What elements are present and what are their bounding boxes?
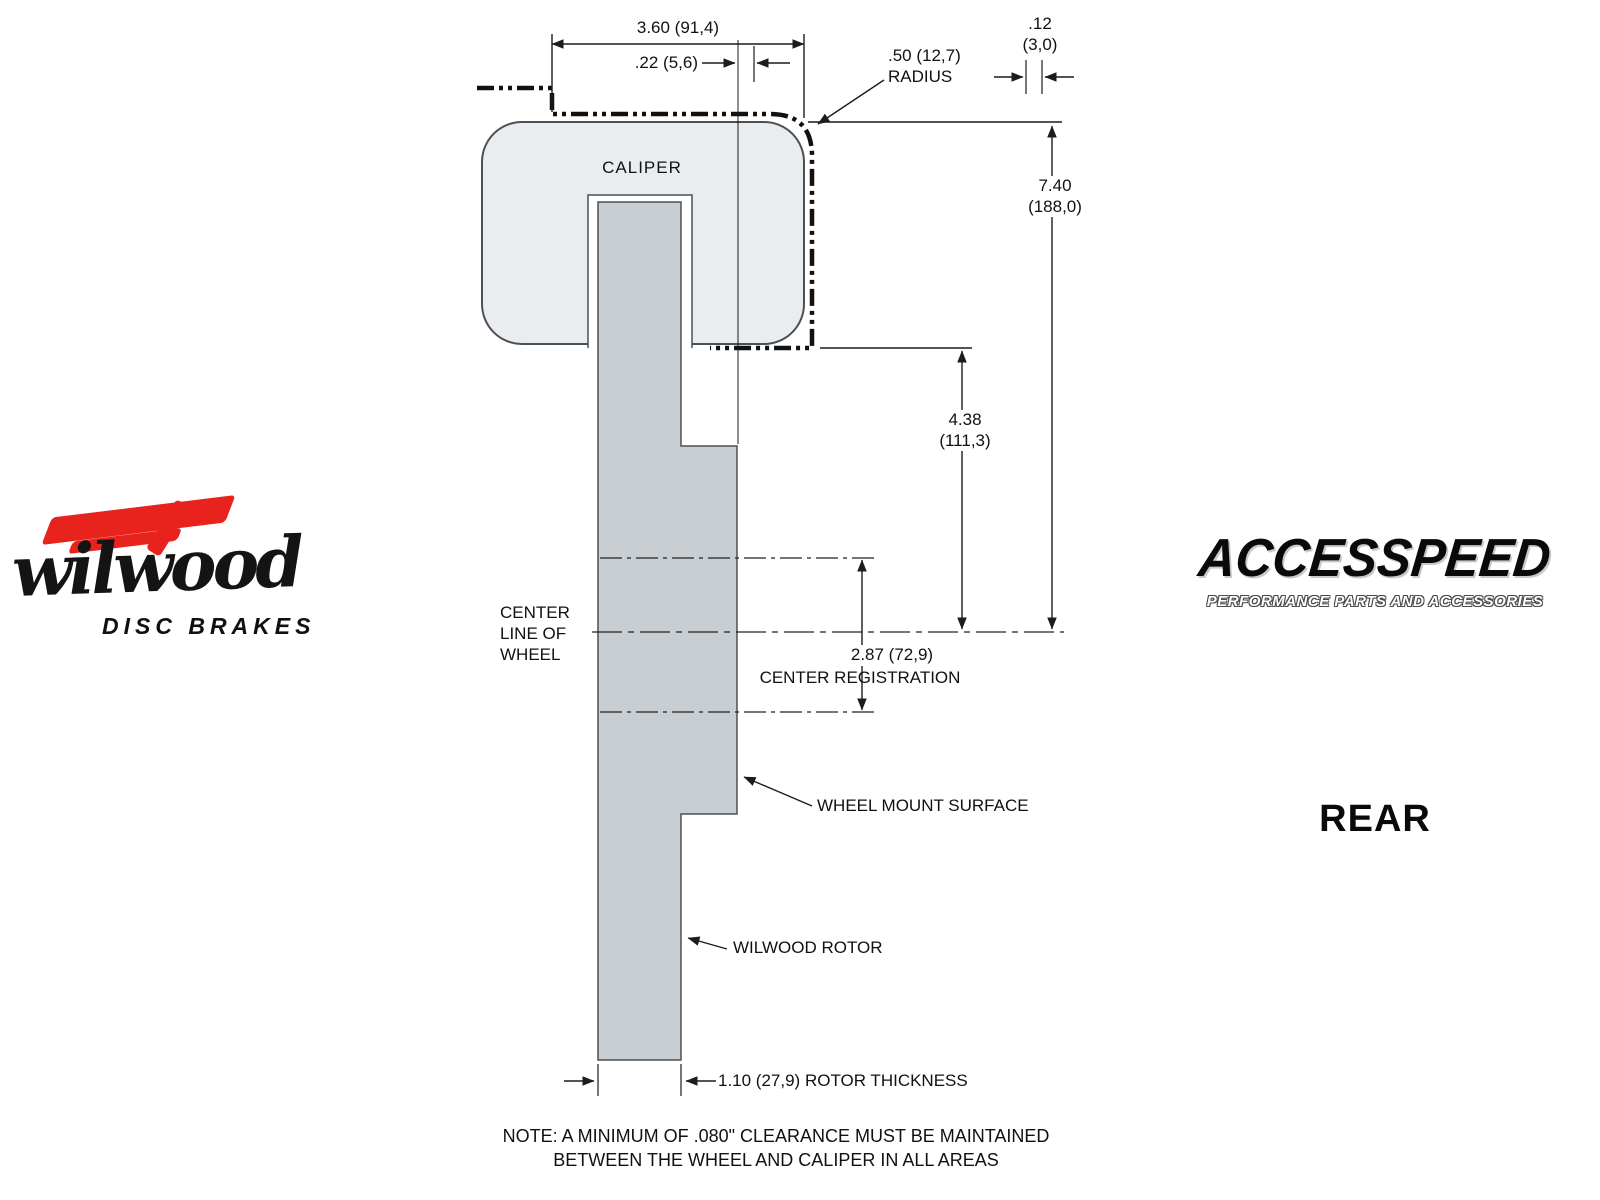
- wheel-profile-dashed-line: [477, 85, 815, 351]
- clearance-note: NOTE: A MINIMUM OF .080" CLEARANCE MUST …: [470, 1124, 1082, 1173]
- rotor-section: [597, 201, 738, 1061]
- accesspeed-logo: ACCESSPEED PERFORMANCE PARTS AND ACCESSO…: [1185, 528, 1565, 610]
- wheel-centerline-label-line3: WHEEL: [500, 645, 561, 664]
- clearance-note-line2: BETWEEN THE WHEEL AND CALIPER IN ALL ARE…: [553, 1150, 999, 1171]
- wheel-centerline-label: CENTER LINE OF WHEEL: [500, 602, 570, 665]
- clearance-note-line1: NOTE: A MINIMUM OF .080" CLEARANCE MUST …: [502, 1126, 1050, 1146]
- caliper-slot-wall: [587, 194, 693, 348]
- dim-center-registration-label: CENTER REGISTRATION: [759, 668, 961, 687]
- wilwood-rotor-label: WILWOOD ROTOR: [733, 938, 883, 957]
- wilwood-logo: wilwood DISC BRAKES: [10, 494, 320, 655]
- wilwood-wordmark: wilwood: [10, 519, 302, 614]
- rear-position-label: REAR: [1319, 798, 1431, 840]
- rotor-thickness-label: 1.10 (27,9) ROTOR THICKNESS: [718, 1071, 968, 1090]
- dim-height-total-in: 7.40: [1038, 176, 1072, 195]
- dim-caliper-width-label: 3.60 (91,4): [636, 18, 720, 37]
- dim-radius-value: .50 (12,7): [888, 46, 961, 65]
- dim-height-lower-in: 4.38: [948, 410, 982, 429]
- wilwood-disc-brakes-label: DISC BRAKES: [102, 613, 316, 639]
- dim-clearance-in: .12: [1028, 14, 1052, 33]
- dim-clearance-mm: (3,0): [1022, 34, 1058, 54]
- dim-radius-word: RADIUS: [888, 66, 953, 86]
- wheel-centerline-label-line1: CENTER: [500, 603, 570, 622]
- wheel-mount-surface-label: WHEEL MOUNT SURFACE: [817, 796, 1029, 815]
- dim-center-registration-value: 2.87 (72,9): [771, 645, 1013, 666]
- caliper-label: CALIPER: [602, 158, 682, 177]
- dim-offset-label: .22 (5,6): [634, 53, 698, 72]
- accesspeed-wordmark: ACCESSPEED: [1196, 527, 1554, 588]
- wheel-centerline-label-line2: LINE OF: [500, 624, 567, 643]
- accesspeed-tagline: PERFORMANCE PARTS AND ACCESSORIES: [1206, 593, 1544, 610]
- dim-height-total-mm: (188,0): [1028, 196, 1082, 216]
- dim-height-lower-mm: (111,3): [939, 430, 991, 450]
